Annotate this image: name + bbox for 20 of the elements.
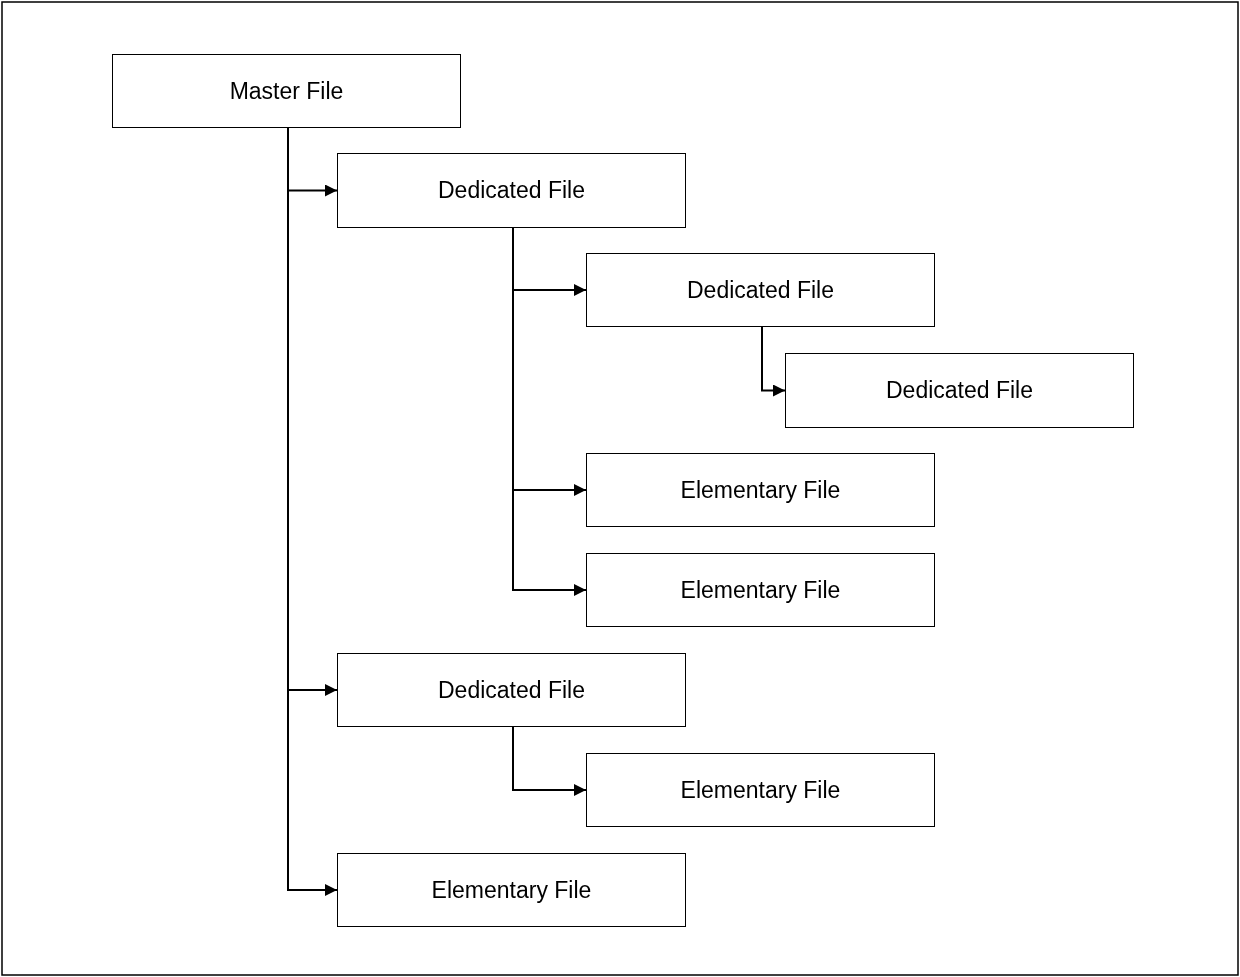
- file-box: [785, 353, 1134, 428]
- file-box: [586, 553, 935, 627]
- file-name: Elementary File: [680, 576, 841, 604]
- file-box: [337, 153, 686, 228]
- file-box: [337, 653, 686, 727]
- file-box: [337, 853, 686, 927]
- arrow: [512, 726, 587, 796]
- file-box: [112, 54, 461, 128]
- file-box: [586, 453, 935, 527]
- file-name: Dedicated File: [438, 676, 585, 704]
- file-box: [586, 253, 935, 327]
- arrow: [761, 326, 786, 397]
- file-name: Master File: [229, 77, 344, 105]
- file-name: Elementary File: [431, 876, 592, 904]
- file-name: Dedicated File: [438, 177, 585, 204]
- file-name: Dedicated File: [886, 377, 1033, 404]
- file-box: [586, 753, 935, 827]
- file-name: Elementary File: [680, 476, 841, 504]
- file-name: Dedicated File: [687, 276, 834, 304]
- file-name: Elementary File: [680, 776, 841, 804]
